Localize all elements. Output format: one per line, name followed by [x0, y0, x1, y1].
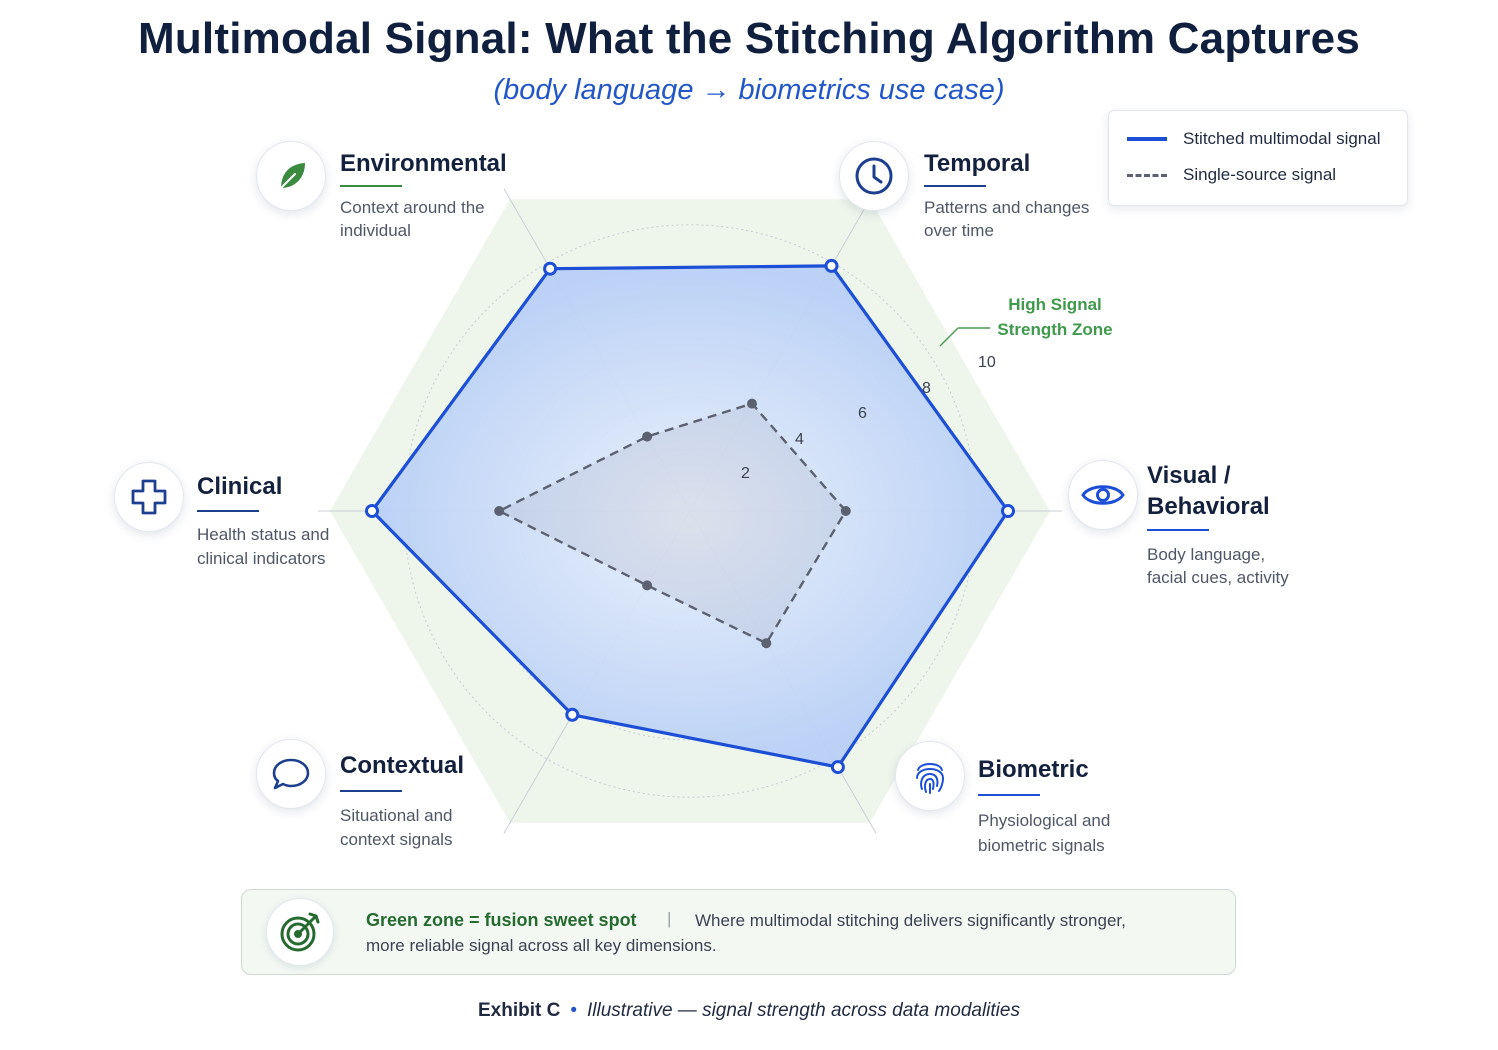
axis-title-line: Visual /	[1147, 462, 1231, 489]
axis-title-temporal: Temporal	[924, 150, 1031, 177]
axis-desc-contextual: Situational and context signals	[340, 804, 452, 852]
footer-exhibit: Exhibit C	[478, 1000, 561, 1021]
tick-label-2: 2	[741, 465, 750, 482]
callout-separator: |	[667, 909, 672, 928]
axis-desc-environmental: Context around the individual	[340, 196, 485, 242]
single-point-4	[642, 580, 653, 591]
target-icon	[266, 898, 334, 966]
callout-heading: Green zone = fusion sweet spot	[366, 910, 637, 930]
zone-label: High Signal Strength Zone	[970, 292, 1140, 342]
page-title: Multimodal Signal: What the Stitching Al…	[138, 14, 1360, 63]
footer-caption: Exhibit C • Illustrative — signal strength…	[0, 1000, 1498, 1022]
clock-icon	[839, 141, 909, 211]
axis-desc-line: Health status and	[197, 525, 330, 544]
axis-desc-line: clinical indicators	[197, 549, 326, 568]
footer-dot: •	[570, 1000, 577, 1021]
tick-label-6: 6	[858, 405, 867, 422]
legend-dashed-swatch	[1127, 173, 1167, 177]
axis-title-environmental: Environmental	[340, 150, 507, 177]
axis-title-visual: Visual / Behavioral	[1147, 460, 1270, 522]
single-point-2	[642, 431, 653, 442]
legend: Stitched multimodal signal Single-source…	[1108, 110, 1408, 206]
zone-leader-line	[939, 327, 959, 347]
single-point-0	[840, 506, 851, 516]
axis-desc-temporal: Patterns and changes over time	[924, 196, 1089, 242]
axis-underline-visual	[1147, 529, 1209, 531]
zone-label-line2: Strength Zone	[997, 320, 1113, 339]
axis-title-contextual: Contextual	[340, 752, 465, 779]
axis-title-line: Behavioral	[1147, 493, 1270, 520]
tick-label-4: 4	[795, 431, 804, 448]
callout-body-line2: more reliable signal across all key dime…	[366, 936, 717, 955]
fingerprint-icon	[895, 741, 965, 811]
tick-label-10: 10	[978, 354, 996, 371]
axis-desc-line: facial cues, activity	[1147, 568, 1289, 587]
callout-body-line1: Where multimodal stitching delivers sign…	[695, 911, 1126, 930]
axis-desc-visual: Body language, facial cues, activity	[1147, 543, 1289, 589]
axis-desc-line: Context around the	[340, 198, 485, 217]
speech-bubble-icon	[256, 739, 326, 809]
axis-desc-line: Physiological and	[978, 811, 1111, 830]
axis-underline-clinical	[197, 510, 259, 512]
page-subtitle: (body language → biometrics use case)	[493, 74, 1005, 106]
stitched-point-0	[1001, 504, 1015, 518]
legend-label-single: Single-source signal	[1183, 165, 1337, 184]
axis-desc-line: Situational and	[340, 806, 453, 825]
legend-item-stitched: Stitched multimodal signal	[1127, 127, 1380, 151]
legend-solid-swatch	[1127, 137, 1167, 141]
stitched-point-2	[543, 261, 558, 276]
axis-desc-clinical: Health status and clinical indicators	[197, 523, 329, 571]
axis-desc-biometric: Physiological and biometric signals	[978, 808, 1110, 858]
axis-underline-environmental	[340, 185, 402, 187]
footer-note: Illustrative — signal strength across da…	[587, 1000, 1020, 1021]
stitched-point-3	[365, 504, 379, 518]
axis-desc-line: biometric signals	[978, 836, 1105, 855]
single-point-5	[761, 638, 772, 649]
axis-title-clinical: Clinical	[197, 473, 283, 500]
axis-desc-line: over time	[924, 221, 994, 240]
axis-desc-line: Patterns and changes	[924, 198, 1090, 217]
axis-desc-line: context signals	[340, 830, 453, 849]
legend-label-stitched: Stitched multimodal signal	[1183, 129, 1381, 148]
single-point-3	[494, 506, 505, 516]
axis-underline-temporal	[924, 185, 986, 187]
callout-box: Green zone = fusion sweet spot | Where m…	[241, 889, 1236, 975]
axis-underline-contextual	[340, 790, 402, 792]
axis-desc-line: individual	[340, 221, 411, 240]
axis-title-biometric: Biometric	[978, 756, 1089, 783]
zone-label-line1: High Signal	[1008, 295, 1102, 314]
stitched-point-5	[830, 760, 845, 775]
eye-icon	[1068, 460, 1138, 530]
tick-label-8: 8	[922, 380, 931, 397]
legend-item-single: Single-source signal	[1127, 163, 1336, 187]
axis-desc-line: Body language,	[1147, 545, 1266, 564]
single-point-1	[747, 398, 757, 409]
cross-icon	[114, 462, 184, 532]
leaf-icon	[256, 141, 326, 211]
axis-underline-biometric	[978, 794, 1040, 796]
stitched-point-1	[824, 258, 839, 273]
stitched-point-4	[565, 707, 580, 722]
